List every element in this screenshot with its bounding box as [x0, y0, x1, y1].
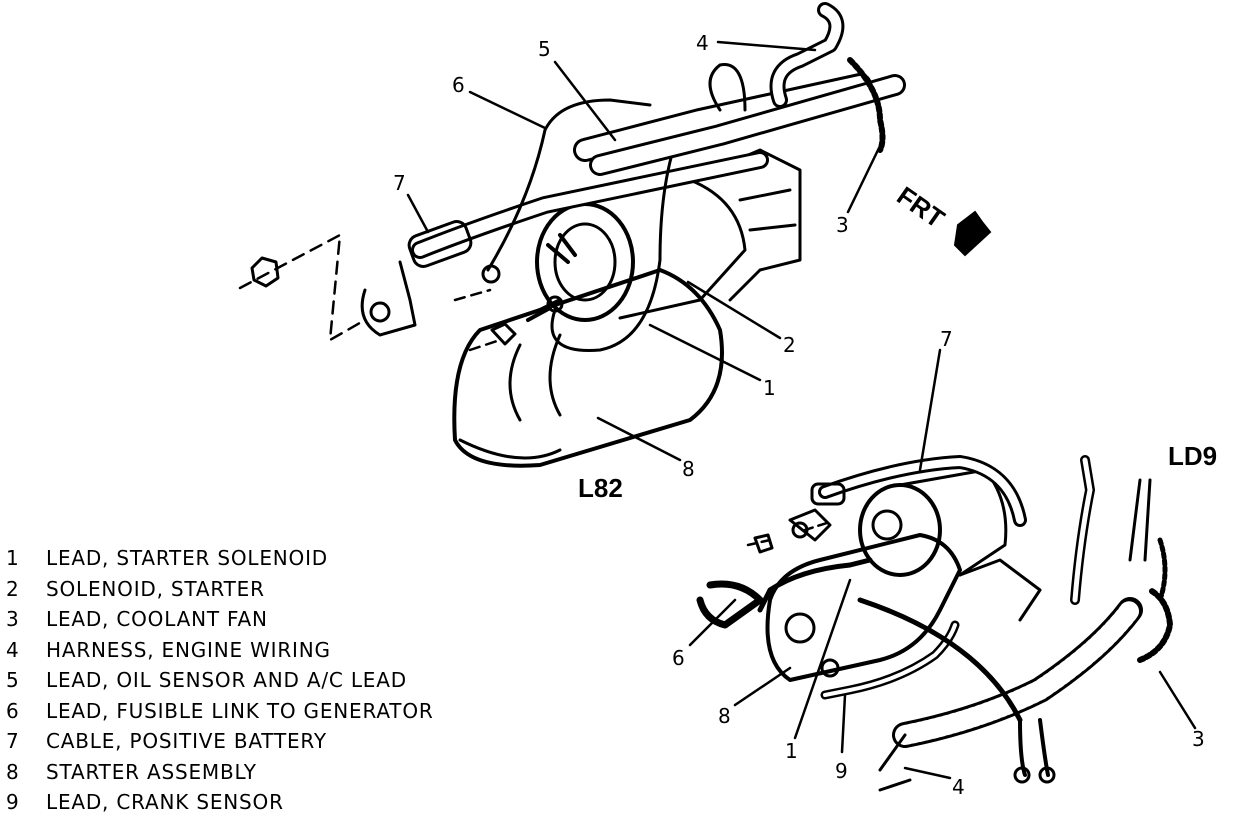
legend-number: 3	[6, 607, 20, 631]
front-direction-label: FRT	[892, 180, 951, 234]
callout-top-2: 2	[783, 333, 796, 357]
ld9-leader-lines	[688, 348, 1197, 780]
variant-label-ld9: LD9	[1168, 441, 1217, 471]
callout-bottom-9: 9	[835, 759, 848, 783]
callout-top-3: 3	[836, 213, 849, 237]
variant-label-l82: L82	[578, 473, 623, 503]
legend-text: LEAD, CRANK SENSOR	[46, 790, 284, 814]
legend-text: STARTER ASSEMBLY	[46, 759, 257, 784]
legend-number: 5	[6, 668, 20, 692]
callout-top-4: 4	[696, 31, 709, 55]
callout-bottom-4: 4	[952, 775, 965, 799]
legend-item: 9 LEAD, CRANK SENSOR	[6, 788, 434, 819]
parts-legend: 1 LEAD, STARTER SOLENOID 2 SOLENOID, START…	[6, 544, 434, 819]
legend-text: LEAD, COOLANT FAN	[46, 607, 268, 631]
callout-bottom-6: 6	[672, 646, 685, 670]
legend-item: 5 LEAD, OIL SENSOR AND A/C LEAD	[6, 666, 434, 697]
legend-item: 2 SOLENOID, STARTER	[6, 575, 434, 606]
legend-number: 9	[6, 790, 20, 814]
legend-number: 4	[6, 637, 20, 662]
legend-item: 7 CABLE, POSITIVE BATTERY	[6, 727, 434, 758]
front-arrow-icon	[953, 210, 992, 257]
legend-number: 8	[6, 759, 20, 784]
callout-bottom-1: 1	[785, 739, 798, 763]
legend-text: LEAD, OIL SENSOR AND A/C LEAD	[46, 668, 407, 692]
legend-text: SOLENOID, STARTER	[46, 576, 265, 601]
callout-bottom-3: 3	[1192, 727, 1205, 751]
ld9-starter-illustration	[696, 455, 1173, 792]
legend-item: 1 LEAD, STARTER SOLENOID	[6, 544, 434, 575]
front-direction-indicator: FRT	[892, 180, 992, 257]
l82-leader-lines	[406, 40, 880, 462]
callout-top-8: 8	[682, 457, 695, 481]
l82-starter-illustration	[238, 2, 906, 468]
legend-text: LEAD, FUSIBLE LINK TO GENERATOR	[46, 698, 434, 723]
callout-bottom-8: 8	[718, 704, 731, 728]
legend-item: 6 LEAD, FUSIBLE LINK TO GENERATOR	[6, 697, 434, 728]
legend-item: 4 HARNESS, ENGINE WIRING	[6, 636, 434, 667]
legend-text: HARNESS, ENGINE WIRING	[46, 637, 331, 662]
callout-top-7: 7	[393, 171, 406, 195]
legend-number: 1	[6, 546, 20, 570]
callout-bottom-7: 7	[940, 327, 953, 351]
legend-number: 6	[6, 698, 20, 723]
legend-number: 7	[6, 729, 20, 753]
legend-number: 2	[6, 576, 20, 601]
callout-top-5: 5	[538, 37, 551, 61]
callout-top-6: 6	[452, 73, 465, 97]
legend-item: 8 STARTER ASSEMBLY	[6, 758, 434, 789]
callout-top-1: 1	[763, 376, 776, 400]
legend-text: LEAD, STARTER SOLENOID	[46, 546, 328, 570]
legend-text: CABLE, POSITIVE BATTERY	[46, 729, 327, 753]
legend-item: 3 LEAD, COOLANT FAN	[6, 605, 434, 636]
